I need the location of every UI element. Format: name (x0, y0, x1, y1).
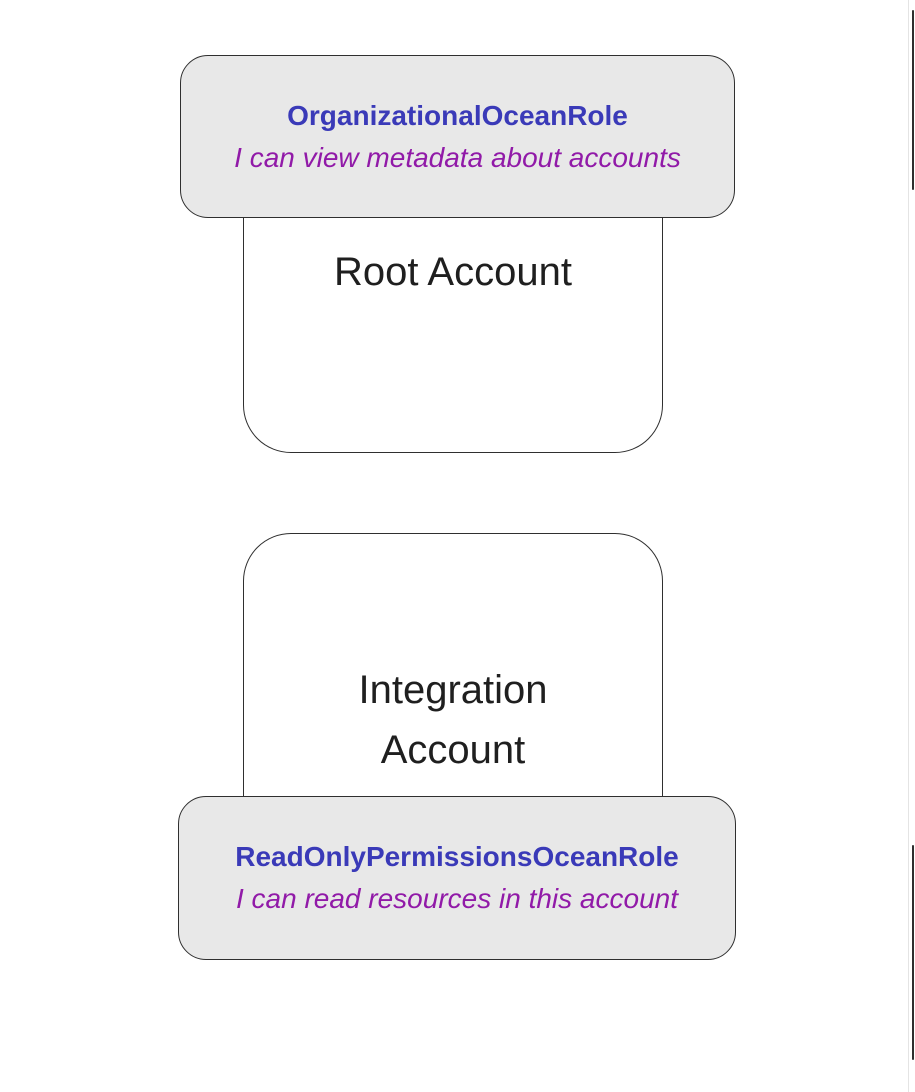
role-name-text: ReadOnlyPermissionsOceanRole (235, 841, 679, 872)
node-title-line: Integration (358, 668, 548, 712)
node-title-line: Account (380, 728, 526, 772)
node-title-line: Root Account (334, 250, 572, 294)
role-label-organizational-ocean-role: OrganizationalOceanRole I can view metad… (180, 55, 735, 218)
role-description-text: I can read resources in this account (235, 883, 678, 914)
clipped-node-edge-top (912, 10, 914, 190)
role-description-text: I can view metadata about accounts (234, 141, 681, 173)
role-label-readonly-permissions-ocean-role: ReadOnlyPermissionsOceanRole I can read … (178, 796, 736, 960)
role-name-text: OrganizationalOceanRole (287, 99, 628, 131)
node-title-integration-account: Integration Account (243, 660, 663, 780)
page-edge-line (908, 0, 909, 1092)
clipped-node-edge-bottom (912, 845, 914, 1060)
node-title-root-account: Root Account (243, 250, 663, 294)
